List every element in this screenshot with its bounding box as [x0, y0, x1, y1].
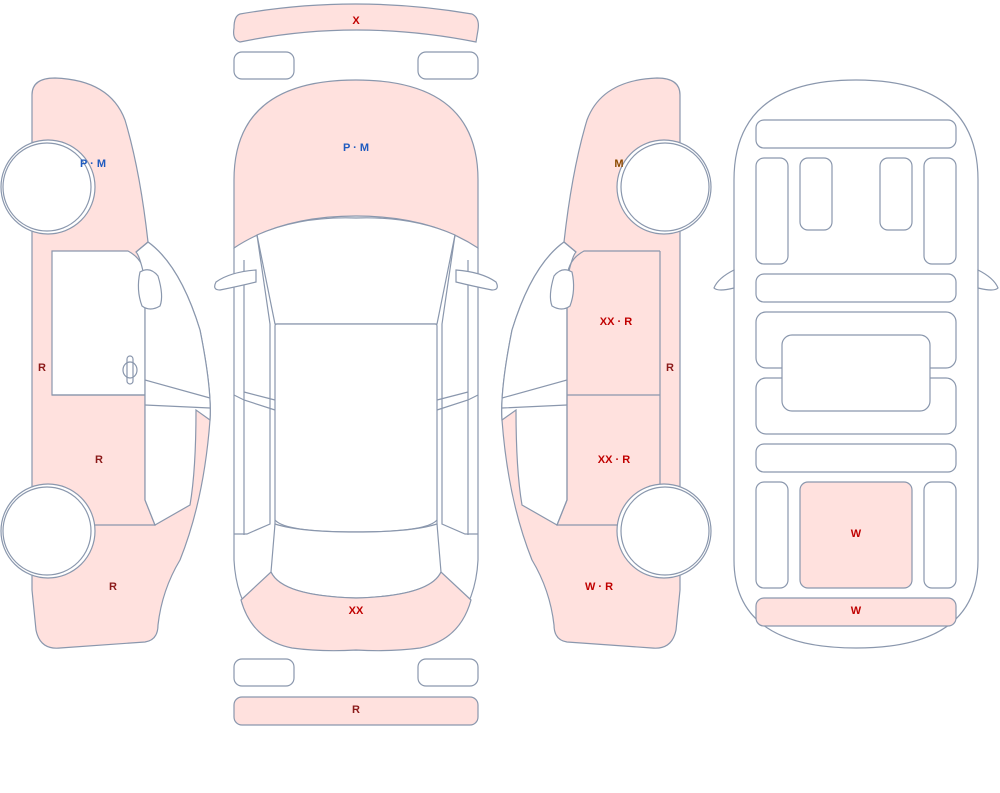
front-right-door-trim[interactable] [923, 157, 957, 265]
label-right-quarter: W · R [585, 581, 613, 593]
label-right-front-fender: M [614, 158, 623, 170]
top-view [214, 3, 498, 726]
front-left-door-trim[interactable] [755, 157, 789, 265]
right-mirror[interactable] [455, 269, 498, 291]
label-hood: P · M [343, 142, 369, 154]
roof-panel[interactable] [274, 323, 438, 533]
left-pillar-lines [233, 234, 276, 535]
left-side-view [0, 77, 211, 649]
label-right-rear-door: XX · R [598, 454, 630, 466]
right-side-view [501, 77, 712, 649]
interior-view [713, 79, 999, 649]
label-right-front-door: XX · R [600, 316, 632, 328]
interior-outline [733, 79, 979, 649]
left-mirror[interactable] [214, 269, 257, 291]
label-rear-panel: W [851, 605, 862, 617]
rear-bar[interactable] [755, 443, 957, 473]
passenger-seat[interactable] [879, 157, 913, 231]
rear-right-light[interactable] [417, 658, 479, 687]
rear-window[interactable] [270, 523, 442, 599]
right-side-mirror[interactable] [549, 269, 575, 310]
label-right-rocker: R [666, 362, 674, 374]
label-rear-bumper: R [352, 704, 360, 716]
front-right-light[interactable] [417, 51, 479, 80]
interior-right-mirror[interactable] [977, 269, 999, 291]
right-rear-wheel[interactable] [620, 486, 710, 576]
cargo-floor[interactable] [799, 481, 913, 589]
left-window-lines [135, 241, 211, 409]
right-window-lines [501, 241, 577, 409]
label-front-bumper: X [352, 15, 360, 27]
front-bumper-panel[interactable] [233, 3, 479, 43]
interior-left-mirror[interactable] [713, 269, 735, 291]
label-left-rocker: R [38, 362, 46, 374]
rear-left-light[interactable] [233, 658, 295, 687]
right-front-wheel[interactable] [620, 142, 710, 232]
left-front-wheel[interactable] [2, 142, 92, 232]
label-left-front-fender: P · M [80, 158, 106, 170]
damage-labels: X P · M P · M R R R M XX · R XX · R R W … [38, 15, 862, 716]
left-side-mirror[interactable] [137, 269, 163, 310]
right-pillar-lines [436, 234, 479, 535]
label-left-quarter: R [109, 581, 117, 593]
center-bar[interactable] [755, 273, 957, 303]
hood-panel[interactable] [233, 79, 479, 250]
dashboard[interactable] [755, 119, 957, 149]
left-door-handle[interactable] [126, 355, 134, 385]
rear-bumper-panel[interactable] [233, 696, 479, 726]
cargo-left-trim[interactable] [755, 481, 789, 589]
left-rear-wheel[interactable] [2, 486, 92, 576]
left-handle-ring [122, 361, 138, 379]
label-left-rear-door: R [95, 454, 103, 466]
label-trunk: XX [349, 605, 364, 617]
rear-panel[interactable] [755, 597, 957, 627]
front-left-light[interactable] [233, 51, 295, 80]
rear-seat-cushion[interactable] [781, 334, 931, 412]
label-cargo-floor: W [851, 528, 862, 540]
windshield[interactable] [256, 217, 456, 325]
driver-seat[interactable] [799, 157, 833, 231]
trunk-panel[interactable] [240, 570, 472, 652]
cargo-right-trim[interactable] [923, 481, 957, 589]
